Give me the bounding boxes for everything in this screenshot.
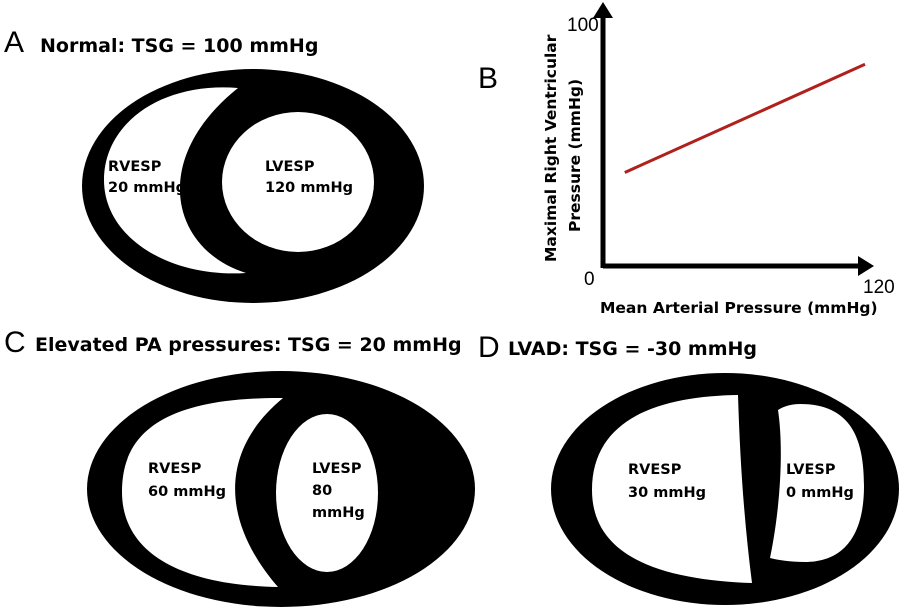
panel-c-lv-label-line1: LVESP bbox=[312, 461, 362, 477]
panel-a-rv-label-line1: RVESP bbox=[108, 159, 162, 175]
origin-tick-label: 0 bbox=[584, 269, 595, 290]
panel-c-lv-label-line3: mmHg bbox=[312, 505, 365, 521]
series-line-0 bbox=[624, 62, 866, 174]
panel-c-lv-label-line2: 80 bbox=[312, 483, 332, 499]
pressure-chart: 100 0 120 Mean Arterial Pressure (mmHg) … bbox=[542, 2, 895, 317]
x-axis-title: Mean Arterial Pressure (mmHg) bbox=[600, 299, 878, 317]
panel-c-title: Elevated PA pressures: TSG = 20 mmHg bbox=[35, 334, 462, 356]
panel-c-rv-label-line1: RVESP bbox=[148, 461, 202, 477]
panel-c-rv-label-line2: 60 mmHg bbox=[148, 484, 226, 500]
panel-a-title: Normal: TSG = 100 mmHg bbox=[40, 35, 318, 57]
panel-c-rv-cavity bbox=[122, 397, 283, 587]
y-tick-label-max: 100 bbox=[567, 15, 599, 36]
panel-a-lv-label-line2: 120 mmHg bbox=[265, 180, 353, 196]
panel-a-rv-cavity bbox=[104, 87, 246, 274]
panel-a: A Normal: TSG = 100 mmHg RVESP 20 mmHg L… bbox=[4, 26, 424, 303]
panel-d-title: LVAD: TSG = -30 mmHg bbox=[508, 338, 757, 360]
panel-d-rv-label-line1: RVESP bbox=[628, 462, 682, 478]
panel-d-lv-cavity bbox=[770, 404, 864, 562]
panel-a-rv-label-line2: 20 mmHg bbox=[108, 180, 186, 196]
panel-d-rv-cavity bbox=[592, 395, 752, 583]
panel-d-lv-label-line1: LVESP bbox=[786, 462, 836, 478]
y-axis-title-line1: Maximal Right Ventricular bbox=[542, 34, 560, 262]
panel-d-rv-label-line2: 30 mmHg bbox=[628, 485, 706, 501]
panel-a-letter: A bbox=[4, 26, 24, 59]
panel-d-letter: D bbox=[478, 331, 500, 364]
y-axis-title-line2: Pressure (mmHg) bbox=[566, 79, 584, 232]
panel-b: B 100 0 120 Mean Arterial Pressure (mmHg… bbox=[478, 2, 895, 317]
x-tick-label-max: 120 bbox=[863, 277, 895, 298]
panel-a-lv-cavity bbox=[222, 112, 374, 252]
panel-c: C Elevated PA pressures: TSG = 20 mmHg R… bbox=[4, 326, 475, 607]
panel-d-lv-label-line2: 0 mmHg bbox=[786, 485, 854, 501]
y-axis-arrow bbox=[593, 2, 613, 18]
x-axis-arrow bbox=[858, 256, 874, 276]
panel-d: D LVAD: TSG = -30 mmHg RVESP 30 mmHg LVE… bbox=[478, 331, 899, 605]
panel-c-letter: C bbox=[4, 326, 26, 359]
panel-c-lv-cavity bbox=[276, 414, 378, 572]
panel-a-lv-label-line1: LVESP bbox=[265, 159, 315, 175]
panel-b-letter: B bbox=[478, 62, 498, 95]
